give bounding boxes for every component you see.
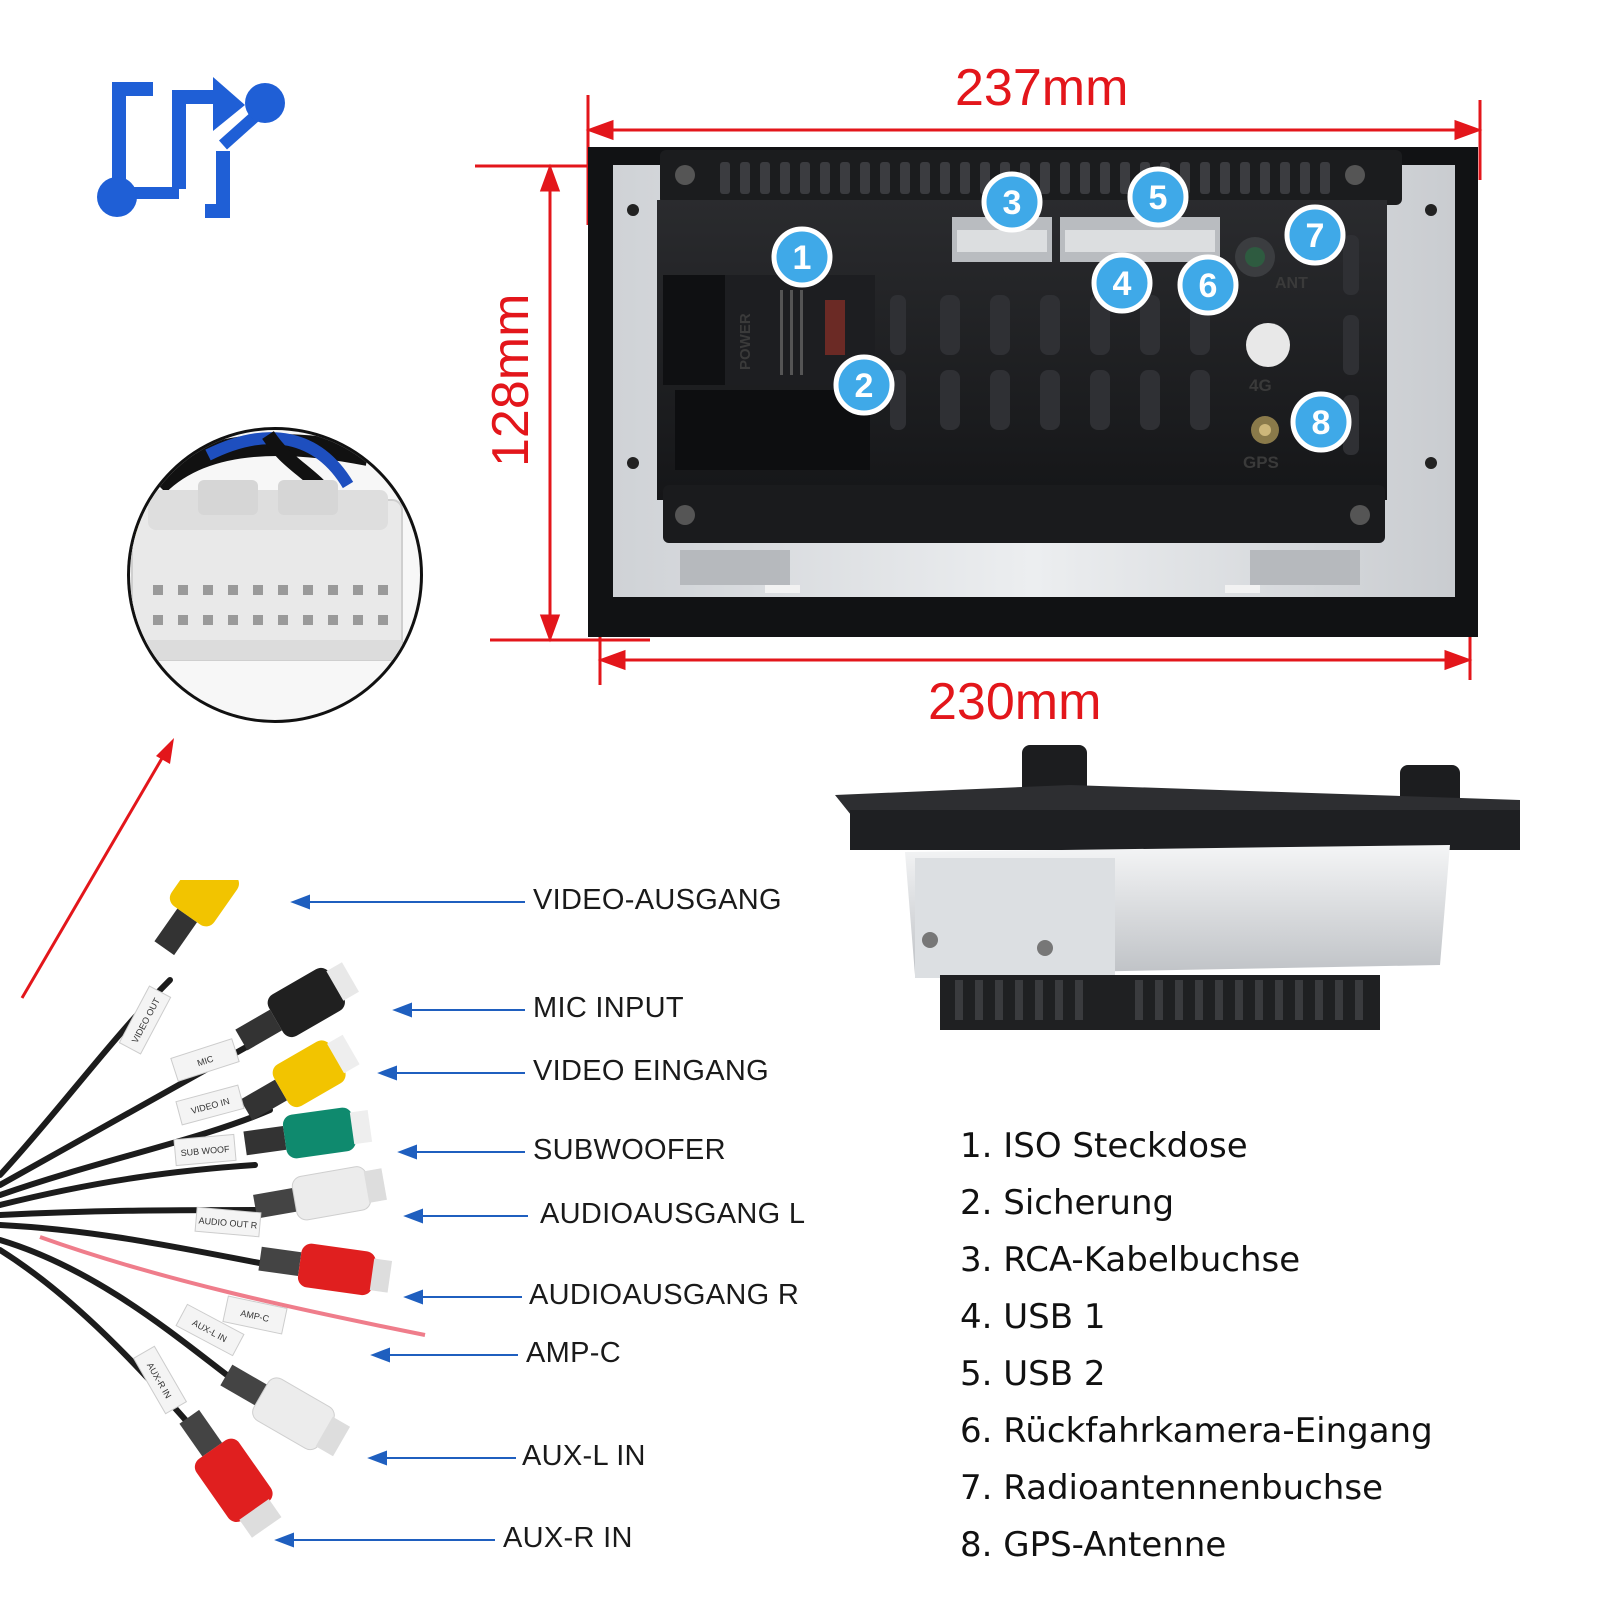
ant-label: ANT	[1275, 275, 1308, 292]
legend-item-8: 8. GPS-Antenne	[960, 1525, 1227, 1565]
legend-item-2: 2. Sicherung	[960, 1183, 1175, 1223]
badge-4: 4	[1113, 265, 1132, 303]
sleeve-sub-woof: SUB WOOF	[180, 1144, 230, 1158]
height-label: 128mm	[482, 293, 540, 467]
badge-6: 6	[1199, 267, 1218, 305]
legend-item-5: 5. USB 2	[960, 1354, 1106, 1394]
badge-3: 3	[1003, 184, 1022, 222]
port-legend: 1. ISO Steckdose 2. Sicherung 3. RCA-Kab…	[960, 1118, 1433, 1574]
badge-5: 5	[1149, 179, 1168, 217]
legend-item-4: 4. USB 1	[960, 1297, 1106, 1337]
cable-label-aux-l-in: AUX-L IN	[522, 1440, 646, 1472]
fourg-label: 4G	[1249, 376, 1272, 395]
cable-label-video-out: VIDEO-AUSGANG	[533, 884, 782, 916]
badge-8: 8	[1312, 404, 1331, 442]
gps-label: GPS	[1243, 453, 1279, 472]
badge-1: 1	[793, 239, 812, 277]
iso-connector-zoom	[127, 427, 423, 723]
top-width-label: 237mm	[955, 59, 1129, 117]
cable-label-subwoofer: SUBWOOFER	[533, 1134, 726, 1166]
rca-cable-bundle: VIDEO OUT MIC VIDEO IN SUB WOOF AUDIO OU…	[0, 880, 426, 1538]
legend-item-3: 3. RCA-Kabelbuchse	[960, 1240, 1301, 1280]
cable-label-mic-input: MIC INPUT	[533, 992, 684, 1024]
legend-item-7: 7. Radioantennenbuchse	[960, 1468, 1383, 1508]
badge-group: 1 2 3 4 5 6 7 8	[771, 166, 1352, 453]
power-label: POWER	[737, 313, 754, 370]
badge-7: 7	[1306, 217, 1325, 255]
cable-pointer-lines	[274, 894, 528, 1548]
badge-2: 2	[855, 367, 874, 405]
cable-label-aux-r-in: AUX-R IN	[503, 1522, 633, 1554]
cable-label-amp-c: AMP-C	[526, 1337, 621, 1369]
zoom-pointer-arrow	[20, 738, 174, 999]
brand-logo-icon	[97, 77, 285, 218]
cable-label-audio-out-l: AUDIOAUSGANG L	[540, 1198, 806, 1230]
unit-side-view	[835, 745, 1520, 1030]
legend-item-1: 1. ISO Steckdose	[960, 1126, 1248, 1166]
legend-item-6: 6. Rückfahrkamera-Eingang	[960, 1411, 1433, 1451]
unit-rear-view: POWER ANT 4G GPS 1 2 3 4 5 6 7	[588, 147, 1478, 637]
bottom-width-label: 230mm	[928, 673, 1102, 731]
cable-label-video-in: VIDEO EINGANG	[533, 1055, 769, 1087]
sleeve-mic: MIC	[196, 1053, 215, 1068]
cable-label-audio-out-r: AUDIOAUSGANG R	[529, 1279, 800, 1311]
